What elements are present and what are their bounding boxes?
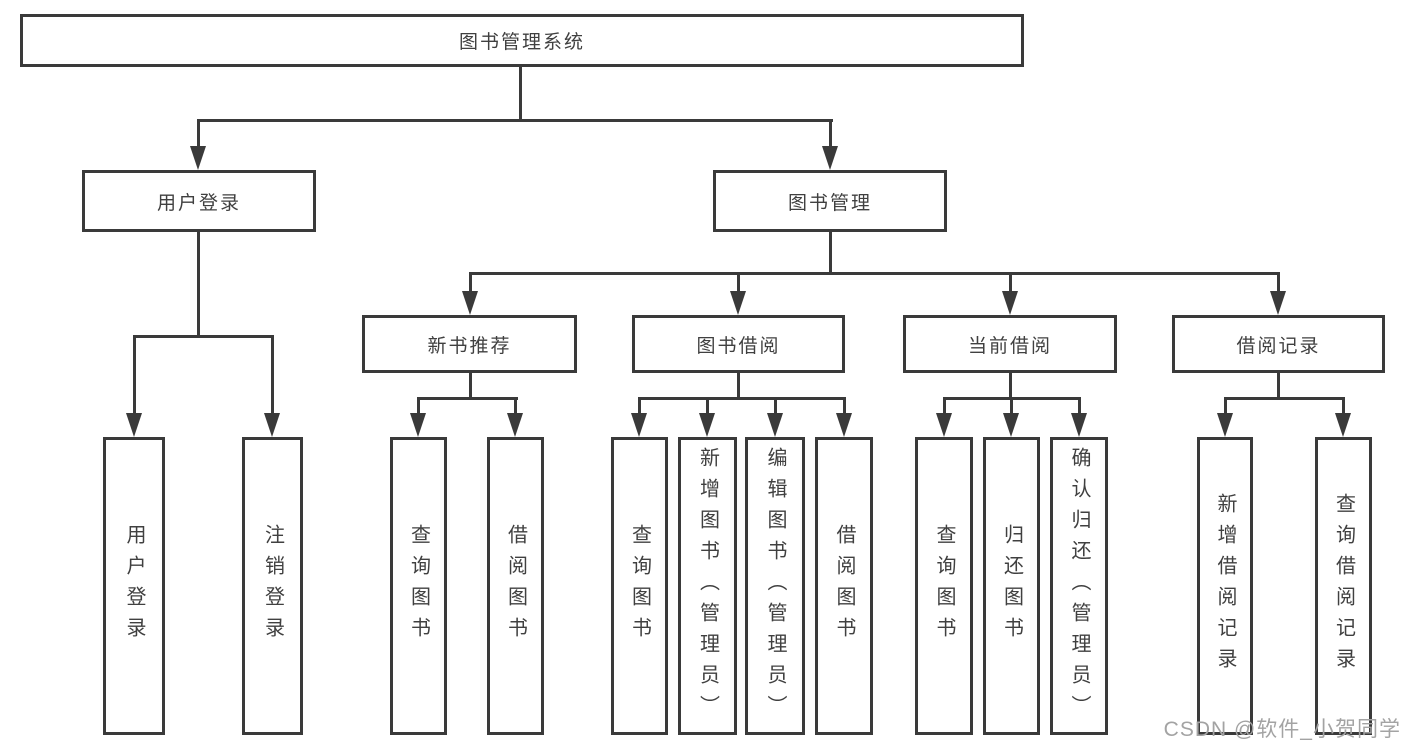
arrow-down-icon <box>1270 291 1286 315</box>
arrow-down-icon <box>410 413 426 437</box>
node-label: 图书管理系统 <box>458 32 585 53</box>
node-leaf-user-login: 用户登录 <box>103 437 165 735</box>
arrow-down-icon <box>822 146 838 170</box>
connector-line <box>133 335 274 338</box>
arrow-down-icon <box>1003 413 1019 437</box>
node-root: 图书管理系统 <box>20 14 1024 67</box>
csdn-watermark: CSDN @软件_小贺同学 <box>1163 718 1401 741</box>
arrow-down-icon <box>699 413 715 437</box>
arrow-down-icon <box>631 413 647 437</box>
arrow-down-icon <box>730 291 746 315</box>
arrow-down-icon <box>1335 413 1351 437</box>
node-label: 查询图书 <box>628 524 651 648</box>
connector-line <box>829 119 832 151</box>
node-label: 用户登录 <box>123 524 145 648</box>
arrow-down-icon <box>507 413 523 437</box>
connector-line <box>829 232 832 275</box>
node-leaf-confirm-return-admin: 确认归还（管理员） <box>1050 437 1108 735</box>
node-leaf-return-books: 归还图书 <box>983 437 1040 735</box>
node-label: 新书推荐 <box>427 335 512 357</box>
connector-line <box>737 373 740 400</box>
node-current-borrowing: 当前借阅 <box>903 315 1117 373</box>
node-label: 确认归还（管理员） <box>1068 446 1090 726</box>
arrow-down-icon <box>767 413 783 437</box>
connector-line <box>1224 397 1227 417</box>
node-label: 归还图书 <box>1000 524 1023 648</box>
node-label: 注销登录 <box>261 524 284 648</box>
node-leaf-edit-books-admin: 编辑图书（管理员） <box>745 437 805 735</box>
node-leaf-borrow-books-recommend: 借阅图书 <box>487 437 544 735</box>
node-label: 借阅记录 <box>1236 335 1321 357</box>
connector-line <box>197 119 200 151</box>
arrow-down-icon <box>190 146 206 170</box>
node-label: 新增图书（管理员） <box>696 446 719 726</box>
arrow-down-icon <box>126 413 142 437</box>
arrow-down-icon <box>936 413 952 437</box>
node-label: 查询图书 <box>407 524 430 648</box>
connector-line <box>133 335 136 417</box>
node-user-login: 用户登录 <box>82 170 316 232</box>
node-leaf-borrow-books-borrowing: 借阅图书 <box>815 437 873 735</box>
connector-line <box>737 272 740 295</box>
node-leaf-query-books-recommend: 查询图书 <box>390 437 447 735</box>
connector-line <box>519 67 522 121</box>
arrow-down-icon <box>1002 291 1018 315</box>
connector-line <box>1009 373 1012 400</box>
node-new-book-recommend: 新书推荐 <box>362 315 577 373</box>
connector-line <box>774 397 777 417</box>
connector-line <box>1224 397 1345 400</box>
node-label: 查询图书 <box>933 524 955 648</box>
node-label: 查询借阅记录 <box>1332 493 1355 679</box>
node-leaf-logout: 注销登录 <box>242 437 303 735</box>
connector-line <box>1010 397 1013 417</box>
connector-line <box>706 397 709 417</box>
connector-line <box>943 397 946 417</box>
connector-line <box>469 272 1280 275</box>
node-leaf-query-books-borrowing: 查询图书 <box>611 437 668 735</box>
node-book-management: 图书管理 <box>713 170 947 232</box>
node-label: 编辑图书（管理员） <box>764 446 786 726</box>
connector-line <box>638 397 641 417</box>
connector-line <box>417 397 420 417</box>
node-borrowing-records: 借阅记录 <box>1172 315 1385 373</box>
connector-line <box>271 335 274 417</box>
arrow-down-icon <box>1071 413 1087 437</box>
node-label: 借阅图书 <box>833 524 855 648</box>
connector-line <box>1277 373 1280 400</box>
connector-line <box>197 119 833 122</box>
node-book-borrowing: 图书借阅 <box>632 315 845 373</box>
arrow-down-icon <box>836 413 852 437</box>
connector-line <box>469 373 472 400</box>
connector-line <box>469 272 472 295</box>
connector-line <box>197 232 200 338</box>
connector-line <box>1342 397 1345 417</box>
arrow-down-icon <box>264 413 280 437</box>
connector-line <box>417 397 518 400</box>
connector-line <box>1078 397 1081 417</box>
node-leaf-add-borrow-record: 新增借阅记录 <box>1197 437 1253 735</box>
node-leaf-query-books-current: 查询图书 <box>915 437 973 735</box>
arrow-down-icon <box>462 291 478 315</box>
node-label: 图书管理 <box>787 192 872 214</box>
arrow-down-icon <box>1217 413 1233 437</box>
connector-line <box>514 397 517 417</box>
node-label: 图书借阅 <box>696 335 781 357</box>
node-label: 用户登录 <box>156 192 241 214</box>
node-label: 新增借阅记录 <box>1214 493 1236 679</box>
node-label: 当前借阅 <box>967 335 1052 357</box>
node-leaf-add-books-admin: 新增图书（管理员） <box>678 437 737 735</box>
connector-line <box>1277 272 1280 295</box>
connector-line <box>638 397 846 400</box>
connector-line <box>843 397 846 417</box>
connector-line <box>1009 272 1012 295</box>
node-leaf-query-borrow-record: 查询借阅记录 <box>1315 437 1372 735</box>
node-label: 借阅图书 <box>504 524 527 648</box>
